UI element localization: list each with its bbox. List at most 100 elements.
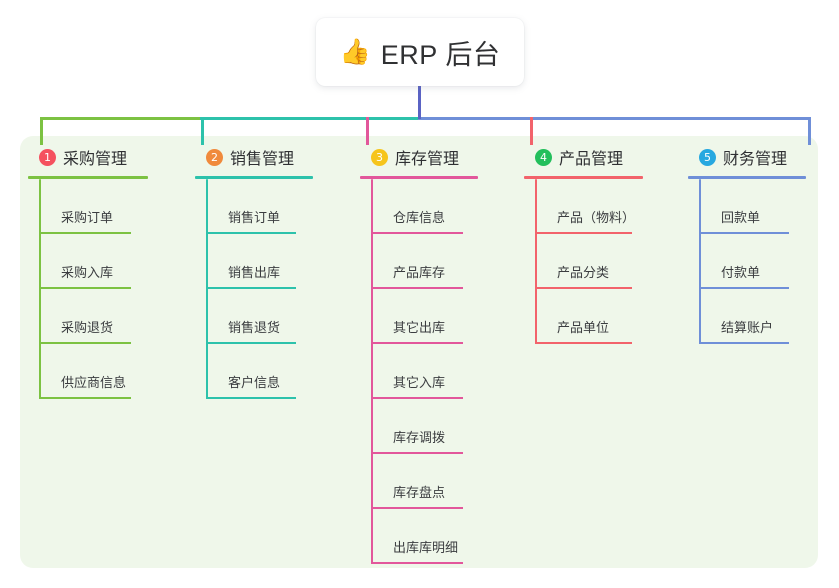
branch-header-rule [688, 176, 806, 179]
branch-item[interactable]: 出库库明细 [371, 509, 510, 564]
branch-item-label: 出库库明细 [393, 540, 459, 555]
branch-item-label: 其它入库 [393, 375, 446, 390]
branch-item[interactable]: 其它入库 [371, 344, 510, 399]
bus-drop-4 [530, 117, 533, 145]
branch-item[interactable]: 产品库存 [371, 234, 510, 289]
branch-column-2: 2 销售管理销售订单销售出库销售退货客户信息 [195, 144, 345, 399]
branch-item[interactable]: 库存盘点 [371, 454, 510, 509]
branch-item-label: 销售出库 [228, 265, 281, 280]
branch-item-rule [371, 452, 463, 454]
branch-item-rule [535, 287, 632, 289]
branch-header-rule [360, 176, 478, 179]
branch-item-rule [371, 562, 463, 564]
branch-number-badge: 2 [206, 148, 223, 166]
branch-item[interactable]: 库存调拨 [371, 399, 510, 454]
branch-item-label: 产品库存 [393, 265, 446, 280]
branch-title: 销售管理 [230, 151, 295, 168]
branch-number-badge: 4 [535, 148, 552, 166]
branch-item[interactable]: 采购退货 [39, 289, 178, 344]
branch-item[interactable]: 销售订单 [206, 179, 345, 234]
branch-item-rule [699, 232, 789, 234]
branches-panel [20, 136, 818, 568]
branch-item-rule [206, 287, 296, 289]
branch-item-rule [699, 287, 789, 289]
branch-item-label: 仓库信息 [393, 210, 446, 225]
branch-item-rule [371, 397, 463, 399]
branch-item-label: 库存调拨 [393, 430, 446, 445]
branch-item[interactable]: 销售出库 [206, 234, 345, 289]
branch-items: 采购订单采购入库采购退货供应商信息 [39, 179, 178, 399]
branch-item[interactable]: 结算账户 [699, 289, 828, 344]
branch-header-rule [195, 176, 313, 179]
bus-segment-1 [40, 117, 203, 120]
branch-header-rule [524, 176, 643, 179]
bus-segment-2 [200, 117, 420, 120]
branch-item-rule [535, 342, 632, 344]
branch-item[interactable]: 回款单 [699, 179, 828, 234]
branch-item-label: 采购订单 [61, 210, 114, 225]
branch-number-badge: 1 [39, 148, 56, 166]
branch-item-rule [39, 397, 131, 399]
bus-stem [418, 86, 421, 119]
branch-item-label: 供应商信息 [61, 375, 127, 390]
branch-item-label: 产品（物料） [557, 210, 636, 225]
branch-items: 回款单付款单结算账户 [699, 179, 828, 344]
branch-item[interactable]: 仓库信息 [371, 179, 510, 234]
branch-spine [39, 179, 41, 399]
branch-title: 财务管理 [723, 151, 788, 168]
bus-segment-4 [418, 117, 811, 120]
branch-header-rule [28, 176, 148, 179]
bus-drop-1 [40, 117, 43, 145]
branch-item-rule [206, 342, 296, 344]
branch-item[interactable]: 产品（物料） [535, 179, 674, 234]
branch-item[interactable]: 其它出库 [371, 289, 510, 344]
branch-number-badge: 3 [371, 148, 388, 166]
branch-item[interactable]: 采购订单 [39, 179, 178, 234]
branch-item-rule [699, 342, 789, 344]
branch-item-label: 产品分类 [557, 265, 610, 280]
branch-item[interactable]: 产品分类 [535, 234, 674, 289]
root-node[interactable]: 👍 ERP 后台 [316, 18, 524, 86]
branch-item-rule [39, 342, 131, 344]
branch-column-5: 5 财务管理回款单付款单结算账户 [688, 144, 828, 344]
branch-spine [371, 179, 373, 564]
branch-item[interactable]: 产品单位 [535, 289, 674, 344]
branch-item-rule [535, 232, 632, 234]
branch-item-label: 结算账户 [721, 320, 774, 335]
branch-item-label: 客户信息 [228, 375, 281, 390]
branch-item-rule [371, 342, 463, 344]
branch-item-rule [39, 232, 131, 234]
bus-drop-5 [808, 117, 811, 145]
branch-item-label: 回款单 [721, 210, 761, 225]
branch-title: 产品管理 [559, 151, 624, 168]
branch-item-rule [371, 507, 463, 509]
branch-item-label: 采购退货 [61, 320, 114, 335]
branch-item-rule [39, 287, 131, 289]
branch-item-rule [206, 232, 296, 234]
branch-number-badge: 5 [699, 148, 716, 166]
branch-item-label: 付款单 [721, 265, 761, 280]
branch-item-rule [371, 232, 463, 234]
branch-item[interactable]: 供应商信息 [39, 344, 178, 399]
branch-spine [206, 179, 208, 399]
bus-drop-3 [366, 117, 369, 145]
branch-title: 采购管理 [63, 151, 128, 168]
branch-header-2[interactable]: 2 销售管理 [195, 144, 345, 170]
branch-header-1[interactable]: 1 采购管理 [28, 144, 178, 170]
branch-header-4[interactable]: 4 产品管理 [524, 144, 674, 170]
thumbs-up-icon: 👍 [339, 37, 371, 66]
branch-item[interactable]: 客户信息 [206, 344, 345, 399]
branch-header-5[interactable]: 5 财务管理 [688, 144, 828, 170]
branch-item-label: 库存盘点 [393, 485, 446, 500]
branch-column-4: 4 产品管理产品（物料） 产品分类产品单位 [524, 144, 674, 344]
branch-item[interactable]: 采购入库 [39, 234, 178, 289]
branch-item-rule [206, 397, 296, 399]
branch-item[interactable]: 付款单 [699, 234, 828, 289]
branch-column-1: 1 采购管理采购订单采购入库采购退货供应商信息 [28, 144, 178, 399]
branch-item[interactable]: 销售退货 [206, 289, 345, 344]
root-title: ERP 后台 [380, 39, 501, 70]
branch-items: 销售订单销售出库销售退货客户信息 [206, 179, 345, 399]
branch-item-label: 销售订单 [228, 210, 281, 225]
